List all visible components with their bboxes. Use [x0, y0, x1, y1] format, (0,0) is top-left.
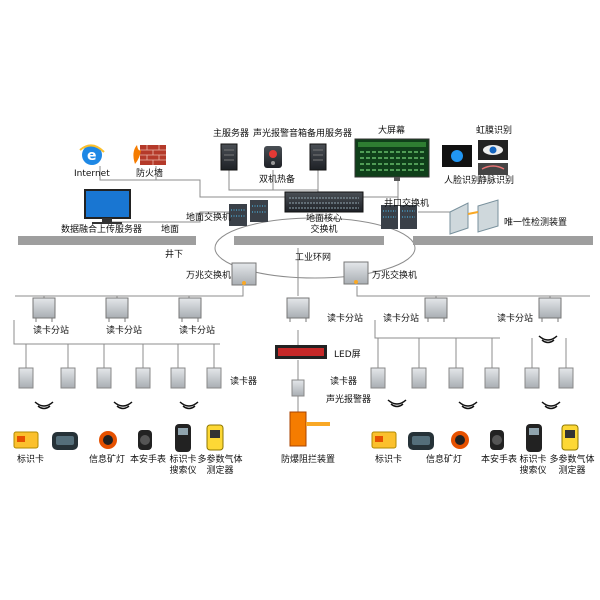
locator-right-label: 标识卡 搜索仪	[519, 455, 547, 476]
connection-lines	[13, 166, 590, 412]
uniqueness-label: 唯一性检测装置	[504, 218, 568, 228]
id-card-right-icon	[371, 431, 397, 449]
watch-left-icon	[99, 431, 117, 449]
cap-lamp-right-icon	[408, 432, 434, 450]
upload-server-label: 数据融合上传服务器	[61, 225, 143, 235]
firewall-label: 防火墙	[136, 169, 164, 179]
wellhead-switch-label: 井口交换机	[384, 199, 430, 209]
safe-watch-right-icon	[490, 430, 504, 450]
core-switch-icon	[284, 191, 364, 213]
id-card-left-label: 标识卡	[17, 455, 45, 465]
station-6-icon	[538, 297, 562, 322]
ring-label: 工业环网	[295, 253, 332, 263]
station-4-icon	[286, 297, 310, 322]
wellhead-switch-icon	[381, 205, 417, 229]
switch-right-label: 万兆交换机	[372, 271, 418, 281]
wireless-signal-icons	[34, 335, 561, 410]
id-card-left-icon	[13, 431, 39, 449]
station-2-icon	[105, 297, 129, 322]
station-3-icon	[178, 297, 202, 322]
gas-detector-left-icon	[206, 424, 224, 451]
switch-left-label: 万兆交换机	[186, 271, 232, 281]
uniqueness-gate-icon	[449, 199, 499, 235]
center-reader-icon	[291, 379, 305, 397]
ground-switch-label: 地面交换机	[186, 213, 232, 223]
vein-label: 静脉识别	[478, 176, 515, 186]
station-1-icon	[32, 297, 56, 322]
internet-icon: e	[79, 144, 105, 165]
station-1-label: 读卡分站	[33, 326, 70, 336]
backup-server-label: 备用服务器	[307, 129, 353, 139]
id-card-right-label: 标识卡	[375, 455, 403, 465]
locator-right-icon	[526, 424, 542, 452]
face-recognition-icon	[442, 145, 472, 167]
alarm-box-icon	[264, 146, 282, 168]
watch-right-icon	[451, 431, 469, 449]
main-server-icon	[220, 143, 238, 171]
surface-label: 地面	[161, 225, 180, 235]
gas-left-label: 多参数气体 测定器	[197, 455, 243, 476]
switch-right-icon	[343, 261, 369, 285]
internet-label: Internet	[74, 169, 110, 179]
vein-recognition-icon	[478, 163, 508, 175]
reader-icons	[18, 367, 574, 389]
locator-left-icon	[175, 424, 191, 452]
switch-left-icon	[231, 262, 257, 286]
firewall-icon	[133, 145, 166, 165]
station-2-label: 读卡分站	[106, 326, 143, 336]
core-switch-label: 地面核心 交换机	[305, 214, 342, 235]
locator-left-label: 标识卡 搜索仪	[169, 455, 197, 476]
cap-lamp-left-label: 信息矿灯	[89, 455, 126, 465]
gas-detector-right-icon	[561, 424, 579, 451]
station-5-label: 读卡分站	[383, 314, 420, 324]
svg-text:e: e	[87, 148, 97, 164]
watch-left-label: 本安手表	[130, 455, 167, 465]
reader-label: 读卡器	[230, 377, 258, 387]
backup-server-icon	[309, 143, 327, 171]
led-label: LED屏	[334, 350, 361, 360]
main-server-label: 主服务器	[213, 129, 250, 139]
alarm-label: 声光报警器	[326, 395, 372, 405]
barrier-label: 防爆阻拦装置	[281, 455, 336, 465]
underground-label: 井下	[165, 250, 184, 260]
iris-label: 虹膜识别	[476, 126, 513, 136]
gas-right-label: 多参数气体 测定器	[549, 455, 595, 476]
hot-standby-label: 双机热备	[259, 175, 296, 185]
face-label: 人脸识别	[444, 176, 481, 186]
iris-recognition-icon	[478, 140, 508, 160]
station-6-label: 读卡分站	[497, 314, 534, 324]
big-screen-icon	[354, 138, 430, 181]
upload-server-icon	[84, 189, 131, 224]
station-3-label: 读卡分站	[179, 326, 216, 336]
ground-switch-icon	[229, 200, 268, 226]
cap-lamp-right-label: 信息矿灯	[426, 455, 463, 465]
big-screen-label: 大屏幕	[378, 126, 406, 136]
cap-lamp-left-icon	[52, 432, 78, 450]
alarm-box-label: 声光报警音箱	[253, 129, 308, 139]
led-screen-icon	[275, 345, 327, 359]
watch-right-label: 本安手表	[481, 455, 518, 465]
safe-watch-left-icon	[138, 430, 152, 450]
center-reader-label: 读卡器	[330, 377, 358, 387]
station-4-label: 读卡分站	[327, 314, 364, 324]
station-5-icon	[424, 297, 448, 322]
barrier-icon	[289, 411, 330, 447]
ground-level	[18, 236, 593, 245]
